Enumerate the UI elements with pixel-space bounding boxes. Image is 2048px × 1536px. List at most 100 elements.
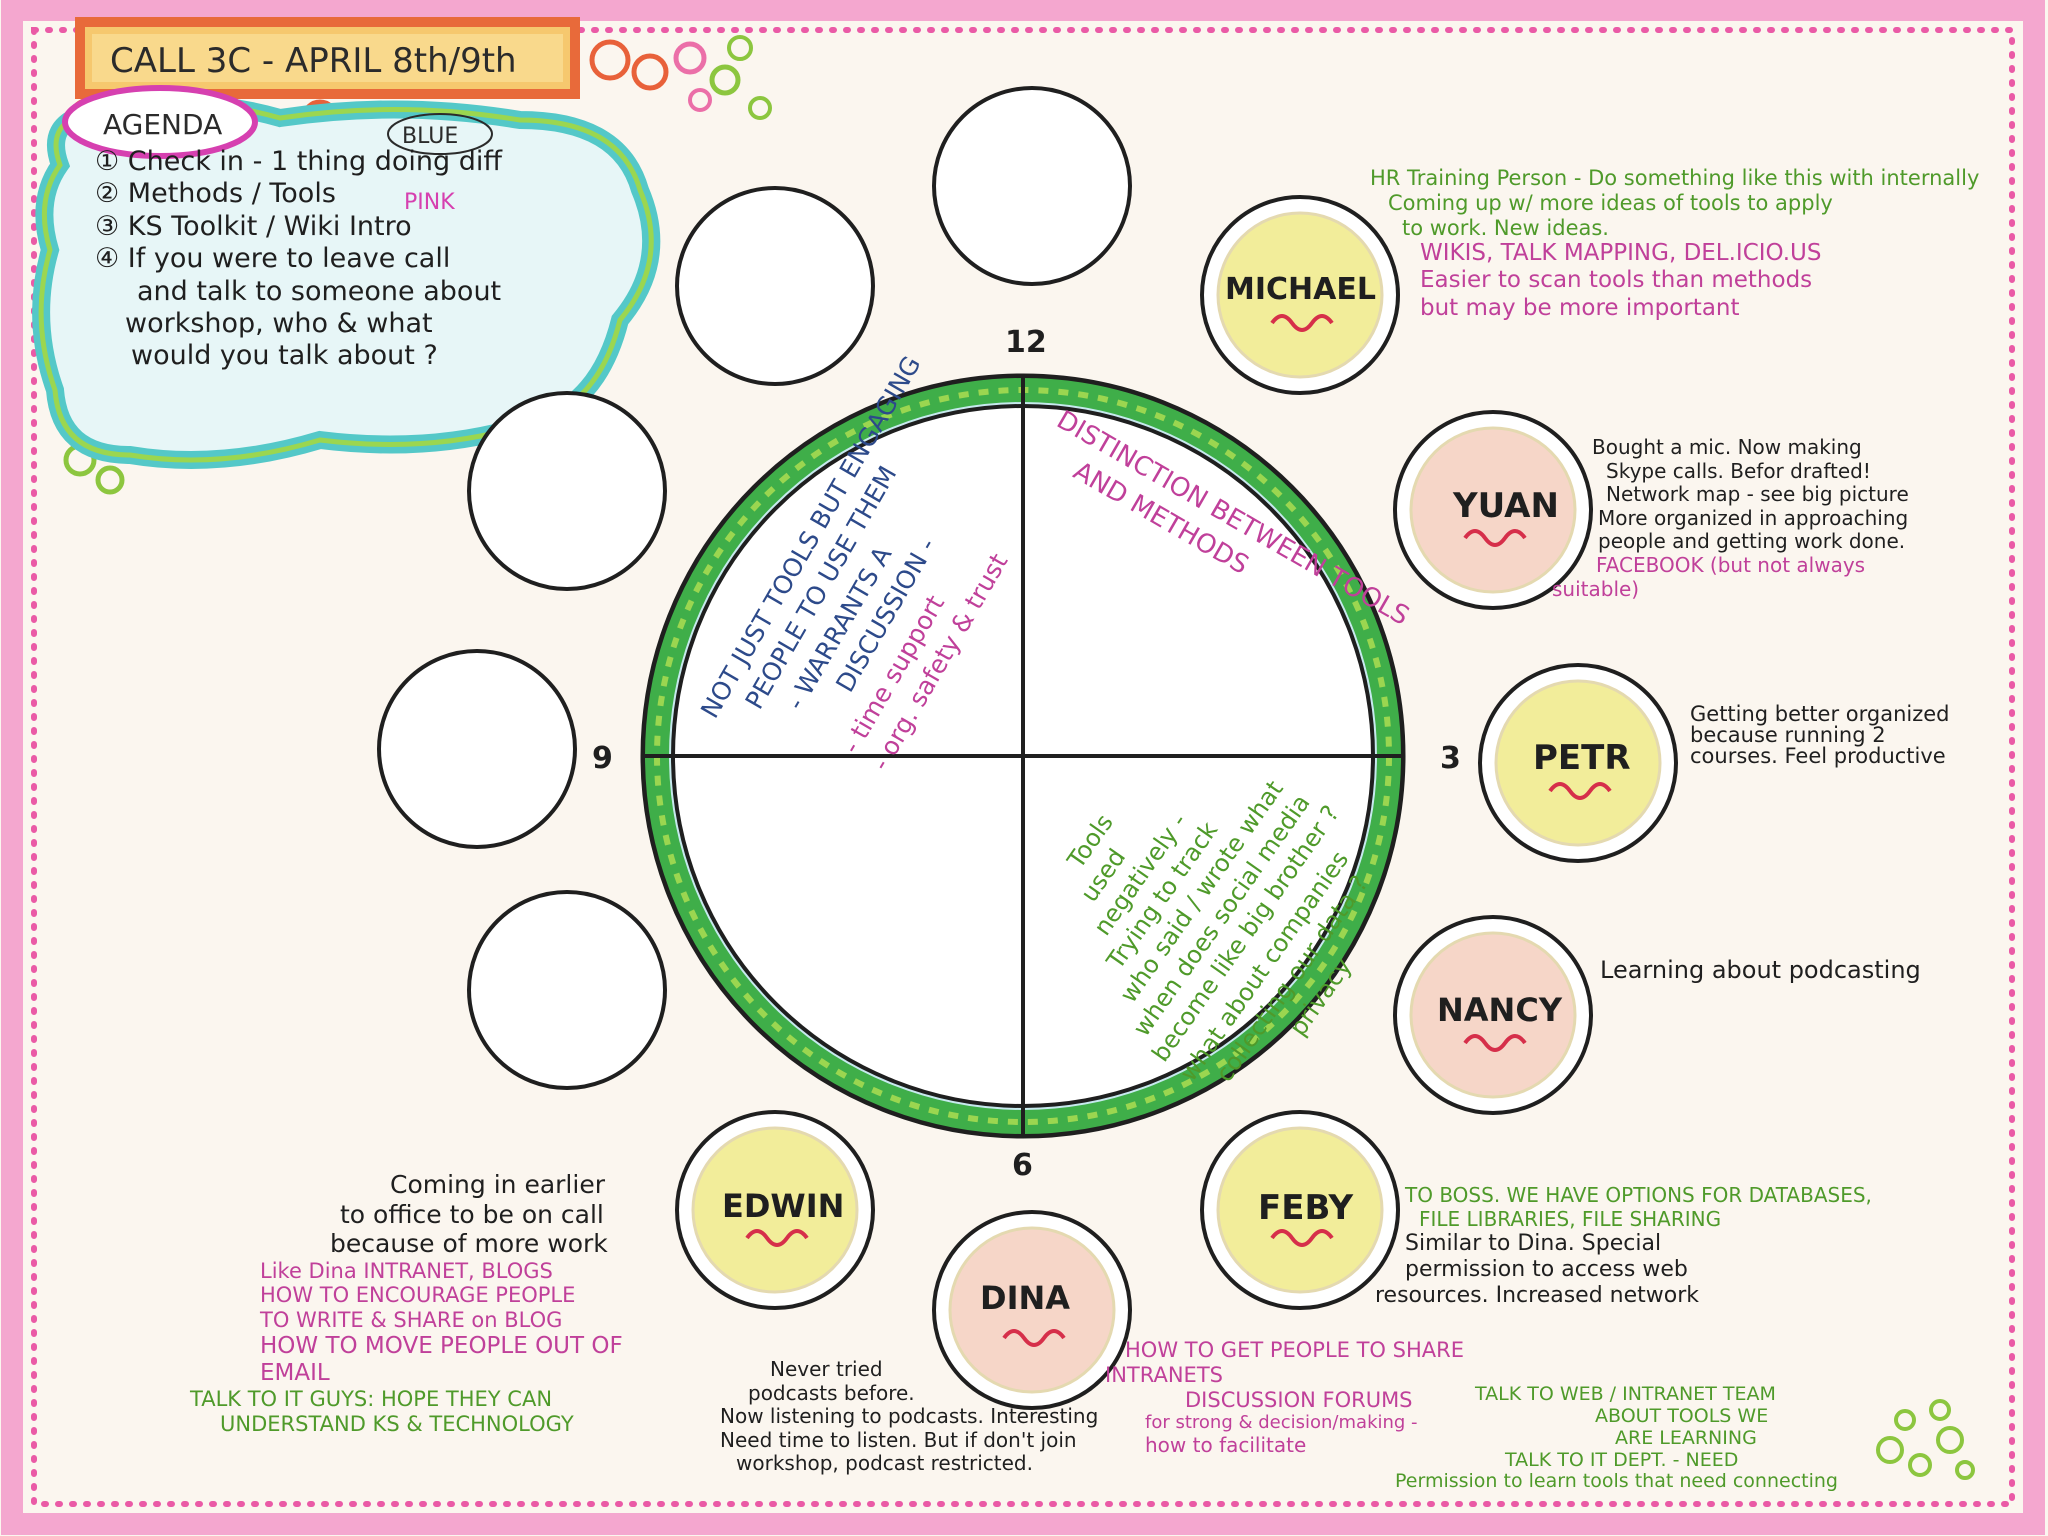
yuan-notes: Bought a mic. Now making Skype calls. Be… [1552, 435, 1909, 601]
note-line: Network map - see big picture [1606, 482, 1909, 507]
participant-seat-fill [1216, 211, 1384, 379]
participant-seat-fill [1216, 1126, 1384, 1294]
note-line: podcasts before. [748, 1380, 915, 1405]
note-line: TO BOSS. WE HAVE OPTIONS FOR DATABASES, [1405, 1183, 1872, 1207]
participant-name-michael: MICHAEL [1225, 272, 1376, 307]
note-line: HOW TO GET PEOPLE TO SHARE [1125, 1338, 1464, 1362]
note-line: HR Training Person - Do something like t… [1370, 166, 1980, 190]
feby-notes: TO BOSS. WE HAVE OPTIONS FOR DATABASES, … [1375, 1183, 1872, 1309]
participant-squiggle [1002, 1329, 1066, 1347]
note-line: suitable) [1552, 576, 1640, 601]
note-line: Easier to scan tools than methods [1420, 267, 1813, 294]
empty-seat-circle [467, 890, 667, 1090]
agenda-label: AGENDA [103, 108, 222, 141]
note-line: workshop, podcast restricted. [736, 1451, 1033, 1476]
note-line: Like Dina INTRANET, BLOGS [260, 1258, 553, 1283]
participant-seat-fill [1409, 931, 1577, 1099]
note-line: Coming up w/ more ideas of tools to appl… [1388, 190, 1833, 215]
page-title: CALL 3C - APRIL 8th/9th [110, 41, 517, 81]
note-line: ABOUT TOOLS WE [1595, 1404, 1769, 1427]
participant-squiggle [745, 1229, 809, 1247]
participant-name-nancy: NANCY [1437, 991, 1562, 1029]
participant-name-edwin: EDWIN [722, 1187, 845, 1225]
agenda-label-bubble [62, 85, 258, 159]
blue-tag: BLUE [402, 124, 458, 149]
note-line: Similar to Dina. Special [1405, 1231, 1662, 1257]
note-line: Now listening to podcasts. Interesting [720, 1404, 1099, 1429]
blue-tag-bubble [387, 113, 493, 155]
note-line: DISCUSSION FORUMS [1185, 1387, 1413, 1412]
note-line: Never tried [770, 1357, 883, 1381]
note-line: but may be more important [1420, 294, 1740, 321]
note-line: because of more work [330, 1229, 608, 1258]
note-line: Coming in earlier [390, 1170, 605, 1199]
web-team-notes: TALK TO WEB / INTRANET TEAM ABOUT TOOLS … [1395, 1383, 1838, 1493]
participant-seat-fill [1409, 426, 1577, 594]
clock-number-12: 12 [1005, 325, 1047, 360]
corner-swirls [1876, 1399, 1975, 1480]
agenda-cloud [32, 95, 661, 469]
participant-squiggle [1548, 782, 1612, 800]
participant-squiggle [1270, 1229, 1334, 1247]
note-line: people and getting work done. [1598, 529, 1906, 554]
note-line: UNDERSTAND KS & TECHNOLOGY [220, 1411, 574, 1436]
note-line: TO WRITE & SHARE on BLOG [260, 1308, 563, 1333]
agenda-item: and talk to someone about [137, 275, 502, 307]
note-line: TALK TO IT GUYS: HOPE THEY CAN [190, 1387, 553, 1412]
nancy-notes: Learning about podcasting [1600, 956, 1921, 984]
note-line: Permission to learn tools that need conn… [1395, 1470, 1838, 1493]
note-line: WIKIS, TALK MAPPING, DEL.ICIO.US [1420, 240, 1822, 267]
clock-face [640, 373, 1406, 1139]
dina-pink-notes: HOW TO GET PEOPLE TO SHARE INTRANETS DIS… [1105, 1338, 1464, 1457]
pink-tag: PINK [404, 190, 455, 215]
quadrant-bottom-right-text: Tools used negatively - Trying to track … [1061, 775, 1373, 1087]
note-line: TALK TO IT DEPT. - NEED [1505, 1448, 1739, 1471]
participant-squiggle [1463, 1034, 1527, 1052]
note-line: Skype calls. Befor drafted! [1606, 458, 1871, 483]
note-line: Getting better organized [1690, 702, 1950, 726]
clock-number-3: 3 [1440, 741, 1461, 776]
agenda-list: ① Check in - 1 thing doing diff ② Method… [95, 146, 502, 373]
clock-number-6: 6 [1012, 1148, 1033, 1183]
note-line: ARE LEARNING [1615, 1426, 1757, 1449]
participant-circles [675, 195, 1678, 1410]
agenda-item: ① Check in - 1 thing doing diff [95, 146, 502, 177]
agenda-item: workshop, who & what [125, 307, 433, 339]
note-line: FACEBOOK (but not always [1596, 552, 1866, 577]
participant-name-feby: FEBY [1258, 1188, 1354, 1228]
participant-squiggle [1463, 529, 1527, 547]
note-line: FILE LIBRARIES, FILE SHARING [1419, 1206, 1722, 1231]
note-line: Need time to listen. But if don't join [720, 1427, 1077, 1452]
edwin-notes: Coming in earlier to office to be on cal… [190, 1170, 623, 1437]
title-banner [75, 17, 580, 99]
note-line: because running 2 [1690, 723, 1886, 747]
note-line: HOW TO MOVE PEOPLE OUT OF [260, 1332, 623, 1359]
empty-seat-circle [377, 649, 577, 849]
participant-squiggle [1270, 314, 1334, 332]
note-line: HOW TO ENCOURAGE PEOPLE [260, 1283, 576, 1308]
empty-seat-circle [467, 391, 667, 591]
note-line: More organized in approaching [1598, 505, 1909, 530]
agenda-item: ② Methods / Tools [95, 178, 336, 210]
agenda-item: ④ If you were to leave call [95, 243, 451, 275]
empty-seat-circles [377, 86, 1132, 1090]
participant-name-petr: PETR [1533, 738, 1631, 778]
note-line: INTRANETS [1105, 1362, 1223, 1387]
note-line: TALK TO WEB / INTRANET TEAM [1475, 1383, 1776, 1405]
petr-notes: Getting better organized because running… [1690, 704, 1950, 767]
note-line: permission to access web [1405, 1257, 1688, 1283]
participant-seat-fill [1494, 679, 1662, 847]
michael-notes: HR Training Person - Do something like t… [1370, 166, 1979, 322]
note-line: for strong & decision/making - [1145, 1412, 1418, 1434]
note-line: Bought a mic. Now making [1592, 435, 1862, 459]
empty-seat-circle [932, 86, 1132, 286]
note-line: to office to be on call [340, 1199, 604, 1229]
clock-number-9: 9 [592, 741, 613, 776]
participant-name-yuan: YUAN [1453, 486, 1559, 526]
note-line: to work. New ideas. [1402, 215, 1609, 240]
agenda-item: ③ KS Toolkit / Wiki Intro [95, 210, 412, 242]
note-line: courses. Feel productive [1690, 744, 1946, 768]
